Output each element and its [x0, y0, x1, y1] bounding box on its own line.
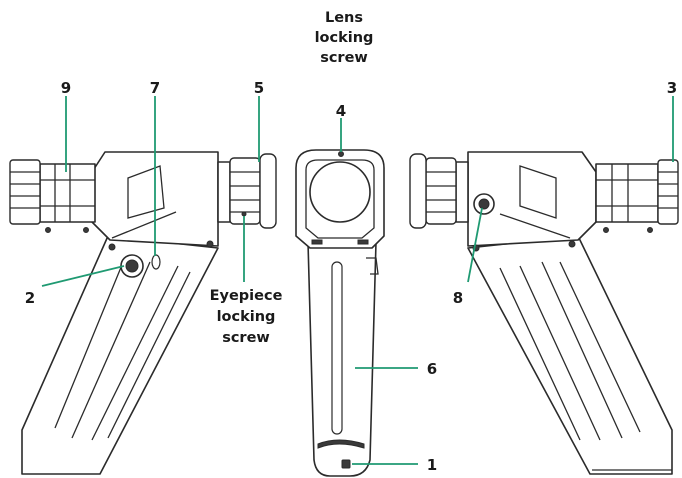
- right-side-view: [409, 151, 679, 475]
- left-handle-slot-2: [71, 261, 151, 439]
- eyepiece-locking-screw: [241, 211, 247, 217]
- leader-2: [41, 265, 125, 287]
- left-button: [125, 259, 139, 273]
- left-lens-front-ring: [9, 159, 41, 225]
- left-handle-slot-1: [54, 259, 125, 429]
- left-head-panel: [127, 165, 165, 219]
- left-indicator: [151, 254, 161, 270]
- left-handle-slot-4: [107, 271, 191, 439]
- front-lens: [309, 161, 371, 223]
- eyepiece-label-line-3: screw: [222, 330, 270, 346]
- callout-9: 9: [61, 79, 71, 97]
- callout-4: 4: [336, 102, 346, 120]
- lens-locking-screw-label: Lens locking screw: [315, 10, 374, 66]
- leader-lines: [41, 96, 674, 465]
- lens-locking-screw: [338, 151, 344, 157]
- lens-label-line-1: Lens: [325, 10, 363, 26]
- eyepiece-label-line-2: locking: [217, 309, 276, 325]
- lens-label-line-3: screw: [320, 50, 368, 66]
- right-eyepiece-ring: [425, 157, 457, 225]
- right-eyepiece-mount: [455, 161, 469, 223]
- callout-numbers: 9 7 5 4 3 2 8 6 1: [25, 79, 677, 474]
- front-bottom-port: [341, 459, 351, 469]
- lens-label-line-2: locking: [315, 30, 374, 46]
- callout-2: 2: [25, 289, 35, 307]
- right-eyecup: [409, 153, 427, 229]
- callout-8: 8: [453, 289, 463, 307]
- leader-8: [467, 207, 483, 283]
- callout-7: 7: [150, 79, 160, 97]
- front-view: [295, 149, 385, 477]
- left-eyecup: [259, 153, 277, 229]
- eyepiece-locking-screw-label: Eyepiece locking screw: [210, 288, 283, 346]
- right-lens-front-ring: [657, 159, 679, 225]
- callout-5: 5: [254, 79, 264, 97]
- left-handle: [21, 235, 219, 475]
- callout-6: 6: [427, 360, 437, 378]
- eyepiece-label-line-1: Eyepiece: [210, 288, 283, 304]
- left-handle-slot-3: [91, 265, 179, 441]
- callout-3: 3: [667, 79, 677, 97]
- left-head-seam: [111, 211, 177, 239]
- left-eyepiece-mount: [217, 161, 231, 223]
- right-lens-barrel: [595, 163, 659, 223]
- right-port: [478, 198, 490, 210]
- left-lens-barrel: [39, 163, 96, 223]
- callout-1: 1: [427, 456, 437, 474]
- front-handle-slot: [331, 261, 343, 435]
- right-handle: [467, 235, 673, 475]
